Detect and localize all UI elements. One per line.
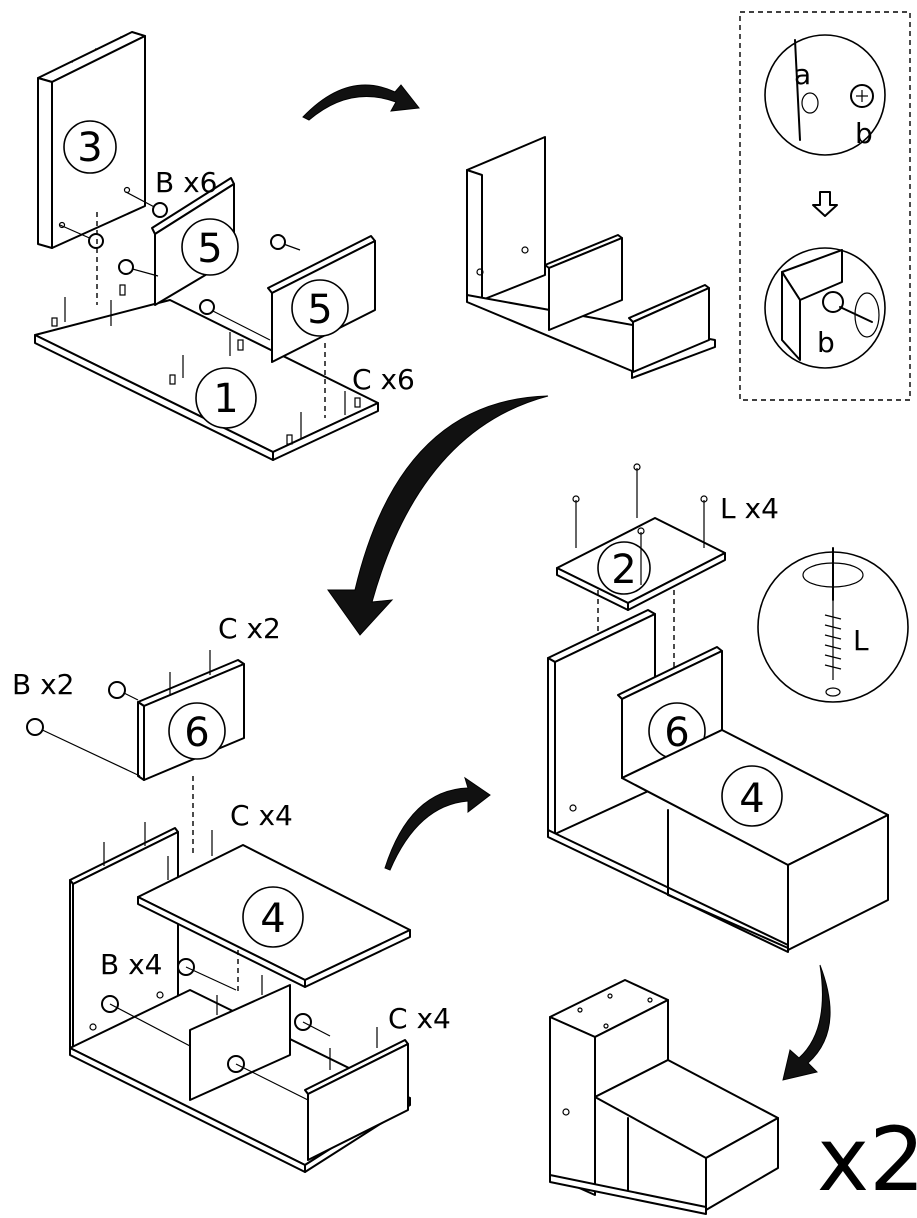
panel-3: 3 (37, 31, 146, 249)
label-c-x4-top: C x4 (230, 799, 293, 832)
detail-label-l: L (853, 624, 869, 657)
label-l-x4: L x4 (720, 492, 779, 525)
detail-label-a: a (794, 58, 811, 91)
multiplier-x2: x2 (817, 1108, 917, 1211)
step5-view: 2 L x4 L 6 4 (547, 463, 909, 953)
panel-1: 1 (34, 284, 379, 461)
panel-4a-circle (242, 886, 304, 948)
panel-3-number: 3 (77, 125, 102, 171)
panel-1-circle (195, 367, 257, 429)
panel-5-second: 5 (267, 235, 376, 363)
label-c-x2: C x2 (218, 612, 281, 645)
guide-lines-step1 (96, 212, 326, 418)
panel-5-first: 5 (151, 177, 239, 306)
step1-result-view (466, 136, 716, 379)
panel-4a-number: 4 (260, 896, 285, 942)
step4-exploded-view: 4 C x4 B x4 C x4 (69, 799, 451, 1173)
flow-arrow-4 (782, 964, 831, 1081)
detail-down-arrow (812, 191, 838, 217)
panel-6a-number: 6 (184, 710, 209, 756)
panel-4b-circle (721, 765, 783, 827)
panel-2-number: 2 (611, 547, 636, 593)
final-assembly (549, 979, 779, 1215)
detail-box: a b b (739, 11, 911, 401)
cam-fittings-step1 (59, 191, 301, 341)
flow-arrow-2 (327, 395, 549, 636)
panel-2-circle (597, 541, 651, 595)
label-b-x6: B x6 (155, 166, 218, 199)
screws-l (572, 463, 708, 585)
panel-5a-number: 5 (197, 226, 222, 272)
panel-5b-number: 5 (307, 287, 332, 333)
panel-6a-circle (168, 702, 226, 760)
base-dowels (51, 284, 361, 445)
panel-1-number: 1 (213, 376, 238, 422)
label-b-x2: B x2 (12, 668, 75, 701)
panel-3-circle (63, 120, 117, 174)
flow-arrow-1 (302, 84, 420, 121)
flow-arrow-3 (384, 776, 491, 871)
label-c-x4-right: C x4 (388, 1002, 451, 1035)
panel-5a-circle (181, 218, 239, 276)
detail-circle-top (764, 34, 886, 156)
step3-exploded-view: 6 B x2 C x2 (12, 612, 281, 855)
label-b-x4: B x4 (100, 948, 163, 981)
label-c-x6: C x6 (352, 363, 415, 396)
step1-exploded-view: 1 3 5 (34, 31, 415, 461)
panel-4b-number: 4 (739, 776, 764, 822)
detail-label-b-bottom: b (817, 326, 835, 359)
detail-label-b-top: b (855, 117, 873, 150)
panel-5b-circle (291, 279, 349, 337)
